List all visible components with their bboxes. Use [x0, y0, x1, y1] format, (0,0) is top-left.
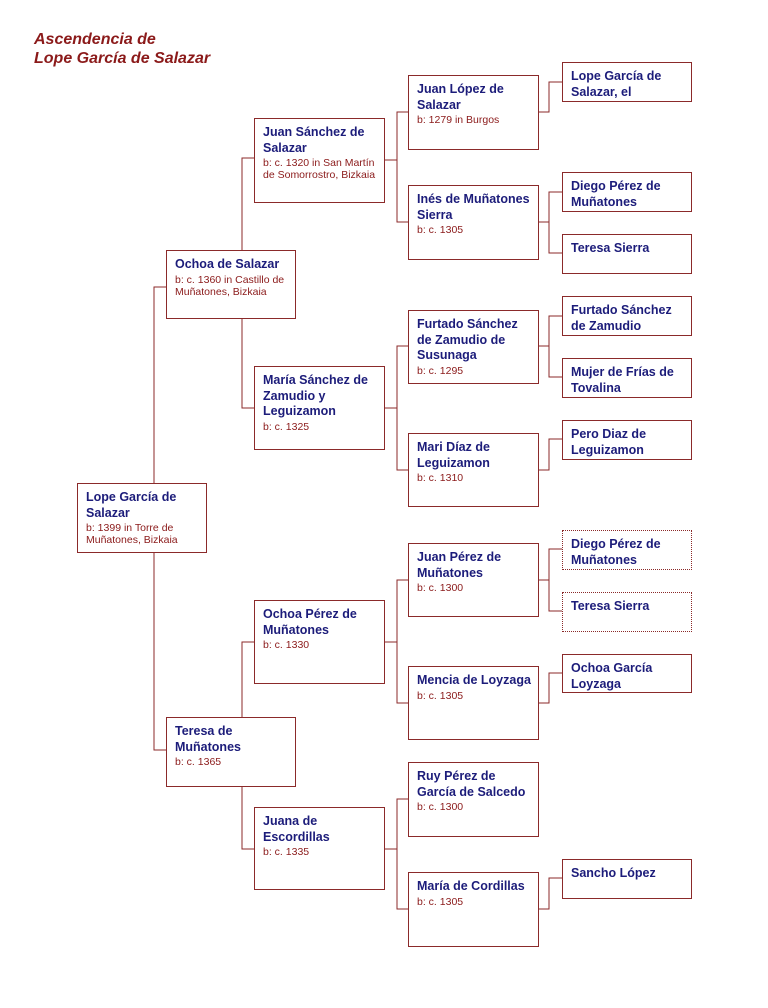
- chart-title-line-2: Lope García de Salazar: [34, 50, 211, 67]
- person-box-father[interactable]: Ochoa de Salazar b: c. 1360 in Castillo …: [166, 250, 296, 319]
- connector-mf: [385, 579, 409, 704]
- person-box-mfff[interactable]: Diego Pérez de Muñatones: [562, 530, 692, 570]
- person-birth: b: c. 1310: [417, 472, 464, 484]
- person-name: Lope García de Salazar, el: [571, 69, 662, 99]
- person-name: Lope García de Salazar: [86, 490, 177, 520]
- person-birth: b: c. 1305: [417, 689, 464, 702]
- person-birth: b: c. 1305: [417, 895, 464, 908]
- person-birth: b: c. 1305: [417, 224, 464, 236]
- person-box-fmff[interactable]: Furtado Sánchez de Zamudio: [562, 296, 692, 336]
- person-name: Mencia de Loyzaga: [417, 673, 531, 687]
- person-name: Ruy Pérez de García de Salcedo: [417, 769, 526, 799]
- person-birth: b: c. 1360 in Castillo de Muñatones, Biz…: [175, 273, 285, 298]
- person-name: María Sánchez de Zamudio y Leguizamon: [263, 373, 368, 418]
- person-birth: b: c. 1330: [263, 639, 310, 651]
- person-box-ff[interactable]: Juan Sánchez de Salazar b: c. 1320 in Sa…: [254, 118, 385, 203]
- connector-mm: [385, 798, 409, 910]
- person-box-ffmm[interactable]: Teresa Sierra: [562, 234, 692, 274]
- person-name: Juan Sánchez de Salazar: [263, 125, 365, 155]
- person-box-fff[interactable]: Juan López de Salazar b: 1279 in Burgos: [408, 75, 539, 150]
- connector-mother: [241, 641, 255, 850]
- person-name: María de Cordillas: [417, 879, 525, 893]
- person-box-fm[interactable]: María Sánchez de Zamudio y Leguizamon b:…: [254, 366, 385, 450]
- connector-ff: [385, 111, 409, 223]
- person-box-mf[interactable]: Ochoa Pérez de Muñatones b: c. 1330: [254, 600, 385, 684]
- chart-title-line-1: Ascendencia de: [34, 31, 156, 48]
- person-box-mmf[interactable]: Ruy Pérez de García de Salcedo b: c. 130…: [408, 762, 539, 837]
- connector-mmm: [539, 877, 563, 910]
- connector-fmm: [539, 438, 563, 471]
- person-birth: b: c. 1325: [263, 420, 310, 433]
- person-box-ffmf[interactable]: Diego Pérez de Muñatones: [562, 172, 692, 212]
- person-birth: b: c. 1295: [417, 364, 464, 377]
- chart-title: Ascendencia de Lope García de Salazar: [34, 30, 210, 68]
- connector-root: [153, 286, 167, 751]
- person-box-mfmf[interactable]: Ochoa García Loyzaga: [562, 654, 692, 693]
- connector-ffm: [539, 191, 563, 254]
- person-box-ffm[interactable]: Inés de Muñatones Sierra b: c. 1305: [408, 185, 539, 260]
- person-box-mother[interactable]: Teresa de Muñatones b: c. 1365: [166, 717, 296, 787]
- person-birth: b: c. 1320 in San Martín de Somorrostro,…: [263, 157, 376, 181]
- person-name: Mari Díaz de Leguizamon: [417, 440, 490, 470]
- connector-fmf: [539, 315, 563, 378]
- person-name: Pero Diaz de Leguizamon: [571, 427, 647, 457]
- person-birth: b: c. 1365: [175, 756, 222, 768]
- person-box-fmf[interactable]: Furtado Sánchez de Zamudio de Susunaga b…: [408, 310, 539, 384]
- person-name: Ochoa García Loyzaga: [571, 661, 653, 691]
- person-box-mmmf[interactable]: Sancho López: [562, 859, 692, 899]
- person-box-mmm[interactable]: María de Cordillas b: c. 1305: [408, 872, 539, 947]
- person-box-mfm[interactable]: Mencia de Loyzaga b: c. 1305: [408, 666, 539, 740]
- person-name: Juana de Escordillas: [263, 814, 330, 844]
- connector-fff: [539, 81, 563, 113]
- person-name: Juan López de Salazar: [417, 82, 504, 112]
- person-birth: b: c. 1300: [417, 582, 464, 594]
- connector-mff: [539, 548, 563, 612]
- person-box-mff[interactable]: Juan Pérez de Muñatones b: c. 1300: [408, 543, 539, 617]
- connector-fm: [385, 345, 409, 471]
- person-name: Furtado Sánchez de Zamudio de Susunaga: [417, 317, 518, 362]
- person-box-fmfm[interactable]: Mujer de Frías de Tovalina: [562, 358, 692, 398]
- person-name: Ochoa Pérez de Muñatones: [263, 607, 357, 637]
- person-box-root[interactable]: Lope García de Salazar b: 1399 in Torre …: [77, 483, 207, 553]
- person-birth: b: 1399 in Torre de Muñatones, Bizkaia: [86, 522, 178, 546]
- person-box-mffm[interactable]: Teresa Sierra: [562, 592, 692, 632]
- person-name: Inés de Muñatones Sierra: [417, 192, 530, 222]
- person-name: Teresa Sierra: [571, 599, 650, 613]
- connector-mfm: [539, 672, 563, 704]
- person-box-ffff[interactable]: Lope García de Salazar, el: [562, 62, 692, 102]
- person-name: Sancho López: [571, 866, 656, 880]
- person-name: Diego Pérez de Muñatones: [571, 537, 661, 567]
- person-name: Mujer de Frías de Tovalina: [571, 365, 674, 395]
- person-birth: b: 1279 in Burgos: [417, 114, 500, 126]
- person-box-mm[interactable]: Juana de Escordillas b: c. 1335: [254, 807, 385, 890]
- person-name: Diego Pérez de Muñatones: [571, 179, 661, 209]
- person-box-fmm[interactable]: Mari Díaz de Leguizamon b: c. 1310: [408, 433, 539, 507]
- person-name: Teresa Sierra: [571, 241, 650, 255]
- person-birth: b: c. 1335: [263, 846, 310, 858]
- person-name: Furtado Sánchez de Zamudio: [571, 303, 672, 333]
- person-name: Juan Pérez de Muñatones: [417, 550, 502, 580]
- person-birth: b: c. 1300: [417, 801, 464, 813]
- connector-father: [241, 157, 255, 409]
- person-box-fmmf[interactable]: Pero Diaz de Leguizamon: [562, 420, 692, 460]
- person-name: Ochoa de Salazar: [175, 257, 280, 271]
- person-name: Teresa de Muñatones: [175, 724, 241, 754]
